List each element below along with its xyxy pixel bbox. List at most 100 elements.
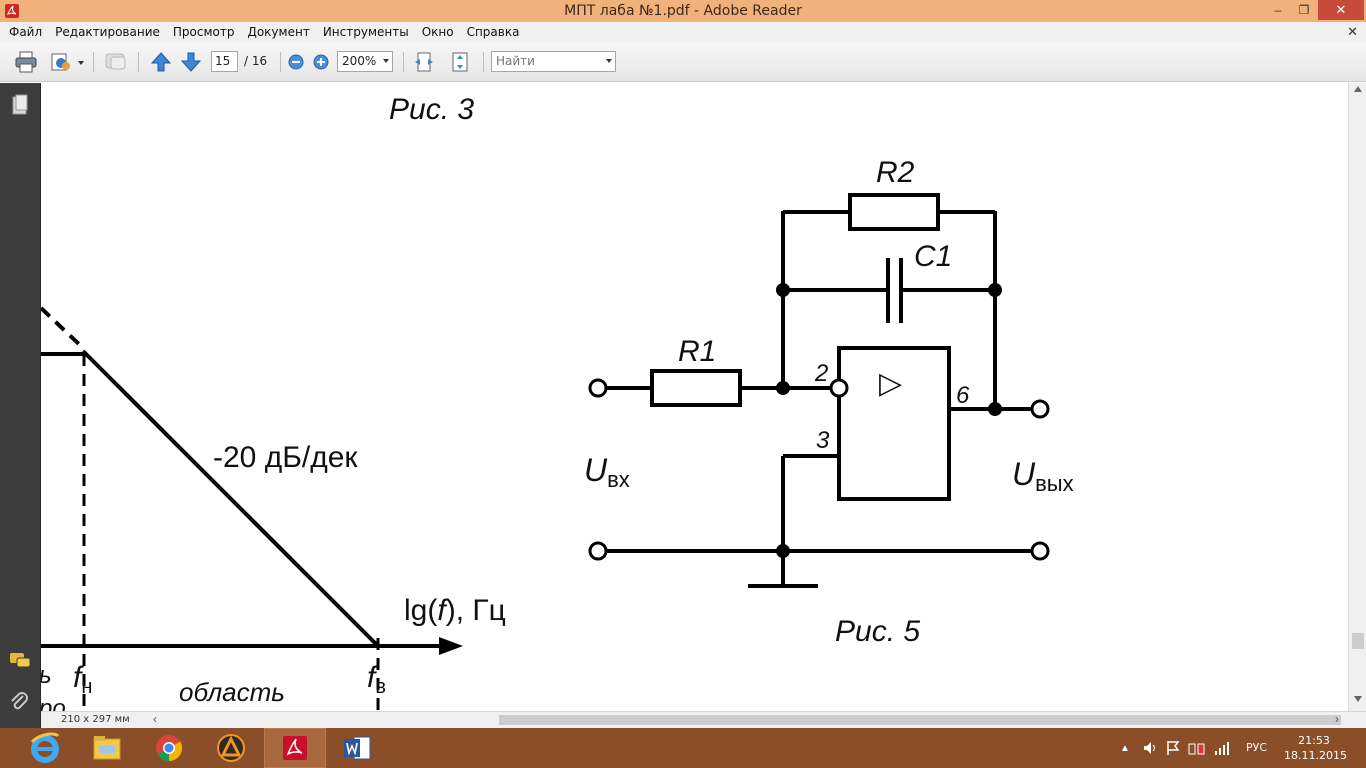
show-hidden-icons-icon[interactable]: ▲	[1120, 742, 1130, 754]
terminals	[588, 378, 1050, 561]
cut-text-left-1: ь	[41, 662, 52, 689]
document-page[interactable]: Рис. 3 -20 дБ/дек lg(f), Гц fн fв област…	[41, 83, 1348, 711]
fit-page-icon	[452, 52, 468, 72]
status-bar: 210 x 297 мм ‹ ›	[41, 711, 1366, 728]
region-label: область	[179, 677, 285, 707]
pages-icon[interactable]	[8, 93, 32, 117]
taskbar-word[interactable]	[326, 728, 388, 768]
figure5-caption: Рис. 5	[835, 615, 920, 648]
clock-date: 18.11.2015	[1284, 749, 1347, 762]
print-button[interactable]	[12, 50, 40, 74]
clock-time: 21:53	[1298, 734, 1330, 747]
folder-icon	[93, 736, 121, 760]
u-out-label: Uвых	[1012, 456, 1074, 496]
title-bar: МПТ лаба №1.pdf - Adobe Reader ‒ ❐ ✕	[0, 0, 1366, 22]
opamp-triangle-icon: ▷	[879, 367, 902, 400]
volume-icon[interactable]	[1142, 740, 1158, 756]
minimize-button[interactable]: ‒	[1266, 0, 1290, 20]
taskbar-chrome[interactable]	[138, 728, 200, 768]
taskbar-avast[interactable]	[200, 728, 262, 768]
next-page-button[interactable]	[178, 50, 204, 74]
horizontal-scroll-thumb[interactable]	[499, 715, 1341, 725]
menu-view[interactable]: Просмотр	[172, 25, 235, 39]
menu-file[interactable]: Файл	[9, 25, 43, 39]
menu-window[interactable]: Окно	[421, 25, 454, 39]
menu-edit[interactable]: Редактирование	[55, 25, 160, 39]
scroll-right-icon[interactable]: ›	[1335, 712, 1339, 726]
comment-button[interactable]	[102, 50, 130, 74]
toolbar: 15 / 16 200% Найти	[0, 42, 1366, 82]
zoom-in-button[interactable]	[311, 50, 331, 74]
internet-explorer-icon	[30, 732, 60, 763]
language-indicator[interactable]: РУС	[1246, 741, 1268, 754]
vertical-scrollbar[interactable]	[1348, 83, 1366, 711]
vertical-scroll-thumb[interactable]	[1352, 633, 1364, 649]
restore-button[interactable]: ❐	[1292, 0, 1316, 20]
scroll-up-icon[interactable]	[1353, 85, 1363, 93]
system-tray: ▲	[1120, 728, 1230, 768]
minimize-icon: ‒	[1274, 3, 1282, 17]
axis-label: lg(f), Гц	[404, 594, 506, 627]
chrome-icon	[156, 735, 183, 762]
close-document-icon[interactable]: ✕	[1347, 24, 1358, 39]
figure3-caption: Рис. 3	[389, 93, 474, 126]
toolbar-separator	[138, 52, 139, 72]
junction-dot	[776, 544, 790, 558]
close-button[interactable]: ✕	[1318, 0, 1364, 20]
output-ground-terminal	[1030, 541, 1050, 561]
bode-plot: -20 дБ/дек lg(f), Гц fн fв область ь ро	[41, 306, 506, 711]
menu-help[interactable]: Справка	[466, 25, 520, 39]
toolbar-separator	[93, 52, 94, 72]
scroll-down-icon[interactable]	[1353, 695, 1363, 703]
page-content-svg: Рис. 3 -20 дБ/дек lg(f), Гц fн fв област…	[41, 93, 1074, 711]
zoom-level-value: 200%	[342, 54, 377, 68]
fit-page-button[interactable]	[447, 50, 473, 74]
page-number-input[interactable]: 15	[211, 51, 238, 72]
share-icon	[51, 53, 84, 71]
input-terminal	[588, 378, 608, 398]
attachments-icon[interactable]	[8, 691, 32, 715]
network-icon[interactable]	[1214, 740, 1230, 756]
resistor-r1	[650, 369, 742, 407]
menu-tools[interactable]: Инструменты	[322, 25, 409, 39]
power-icon[interactable]	[1188, 740, 1206, 756]
find-input[interactable]: Найти	[491, 51, 616, 72]
menu-document[interactable]: Документ	[247, 25, 310, 39]
previous-page-button[interactable]	[148, 50, 174, 74]
avast-icon	[217, 734, 245, 762]
restore-icon: ❐	[1298, 3, 1310, 17]
scroll-left-icon[interactable]: ‹	[153, 712, 157, 726]
printer-icon	[15, 51, 37, 73]
f-low-label: fн	[73, 661, 92, 698]
comments-icon[interactable]	[8, 649, 32, 673]
chevron-down-icon	[383, 59, 389, 63]
opamp-body	[837, 346, 951, 501]
taskbar-file-explorer[interactable]	[76, 728, 138, 768]
pin2-label: 2	[814, 360, 828, 387]
zoom-level-select[interactable]: 200%	[337, 51, 393, 72]
taskbar-adobe-reader[interactable]	[264, 728, 326, 768]
taskbar-internet-explorer[interactable]	[14, 728, 76, 768]
asymptote-dashed-line	[41, 306, 85, 350]
output-terminal	[1030, 399, 1050, 419]
inverting-amplifier-schematic	[606, 193, 1031, 588]
junction-dot	[776, 283, 790, 297]
arrow-up-icon	[150, 52, 172, 72]
toolbar-separator	[280, 52, 281, 72]
comment-disabled-icon	[105, 53, 126, 70]
input-ground-terminal	[588, 541, 608, 561]
resistor-r2	[848, 193, 940, 231]
junction-dot	[988, 283, 1002, 297]
close-icon: ✕	[1335, 2, 1347, 17]
adobe-reader-app-icon[interactable]	[4, 3, 20, 19]
zoom-out-icon	[288, 54, 304, 70]
action-center-flag-icon[interactable]	[1166, 740, 1180, 756]
fit-width-button[interactable]	[411, 50, 437, 74]
navigation-pane	[0, 83, 41, 728]
junction-dot	[776, 381, 790, 395]
share-button[interactable]	[48, 50, 86, 74]
find-input-placeholder: Найти	[496, 54, 535, 68]
clock[interactable]: 21:53 18.11.2015	[1284, 733, 1347, 763]
zoom-out-button[interactable]	[286, 50, 306, 74]
toolbar-separator	[403, 52, 404, 72]
